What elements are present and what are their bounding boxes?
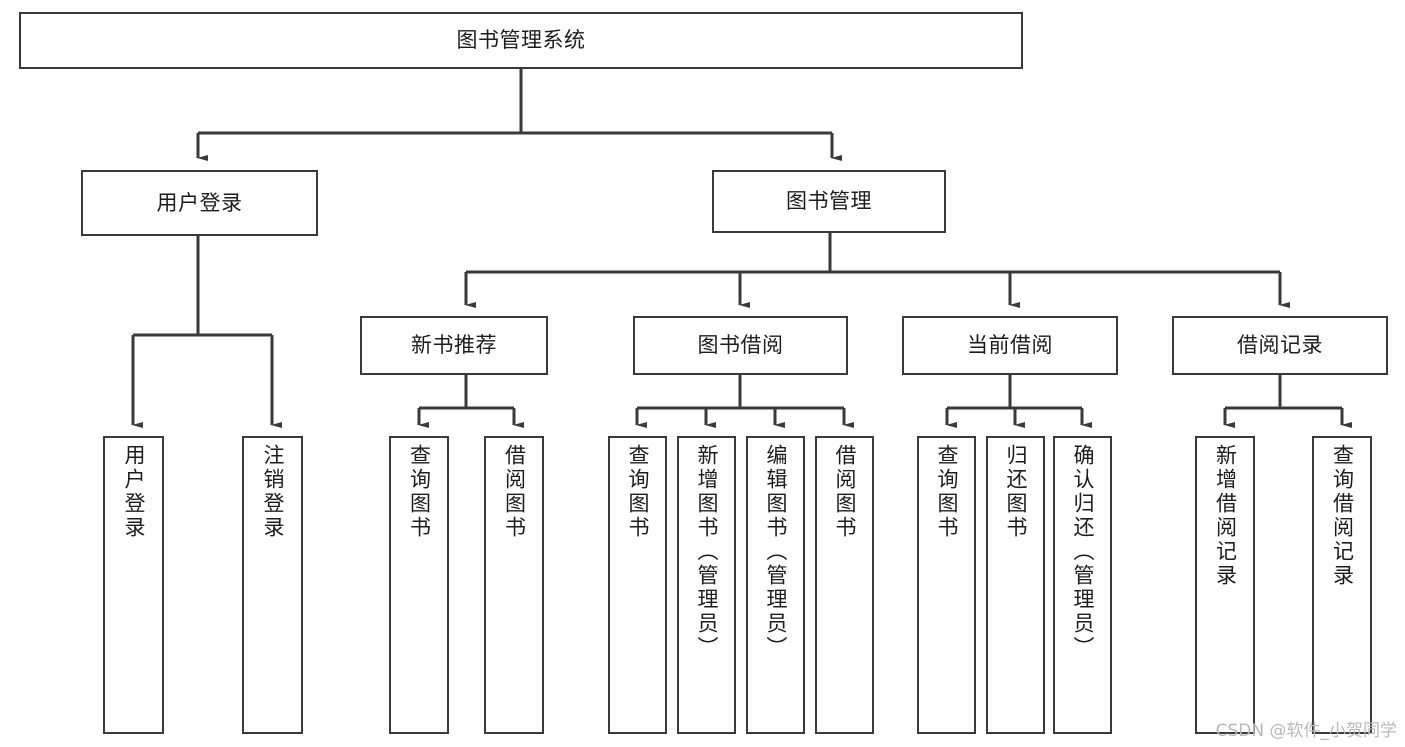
node-borrow-record-label: 借阅记录 [1237, 333, 1323, 358]
leaf-query-book-3-label: 查询图书 [935, 444, 959, 540]
node-user-login-label: 用户登录 [156, 190, 243, 215]
leaf-add-record-label: 新增借阅记录 [1213, 444, 1238, 588]
leaf-return-book-label: 归还图书 [1004, 444, 1028, 540]
leaf-query-record-label: 查询借阅记录 [1330, 444, 1355, 588]
leaf-add-book-label: 新增图书（管理员） [695, 444, 719, 660]
leaf-query-book-3[interactable]: 查询图书 [917, 436, 976, 734]
node-root[interactable]: 图书管理系统 [19, 12, 1023, 69]
leaf-borrow-book-1[interactable]: 借阅图书 [484, 436, 544, 734]
leaf-edit-book-label: 编辑图书（管理员） [764, 444, 788, 660]
leaf-query-book-2-label: 查询图书 [626, 444, 650, 540]
node-current-borrow-label: 当前借阅 [967, 333, 1053, 358]
watermark: CSDN @软件_小贺同学 [1215, 721, 1397, 741]
leaf-query-record[interactable]: 查询借阅记录 [1312, 436, 1372, 734]
leaf-logout-login-label: 注销登录 [261, 444, 285, 540]
leaf-query-book-1-label: 查询图书 [407, 444, 432, 540]
leaf-query-book-1[interactable]: 查询图书 [389, 436, 449, 734]
leaf-borrow-book-2[interactable]: 借阅图书 [815, 436, 874, 734]
node-new-book-recommend-label: 新书推荐 [411, 333, 497, 358]
leaf-borrow-book-1-label: 借阅图书 [502, 444, 527, 540]
leaf-add-record[interactable]: 新增借阅记录 [1195, 436, 1255, 734]
node-current-borrow[interactable]: 当前借阅 [902, 316, 1118, 375]
node-book-borrow-label: 图书借阅 [697, 333, 784, 358]
node-new-book-recommend[interactable]: 新书推荐 [360, 316, 548, 375]
node-root-label: 图书管理系统 [456, 28, 586, 53]
leaf-user-login[interactable]: 用户登录 [103, 436, 164, 734]
node-book-borrow[interactable]: 图书借阅 [633, 316, 848, 375]
leaf-add-book[interactable]: 新增图书（管理员） [677, 436, 736, 734]
leaf-user-login-label: 用户登录 [122, 444, 146, 540]
leaf-confirm-return-label: 确认归还（管理员） [1071, 444, 1095, 660]
node-user-login[interactable]: 用户登录 [81, 170, 318, 236]
leaf-confirm-return[interactable]: 确认归还（管理员） [1053, 436, 1112, 734]
leaf-borrow-book-2-label: 借阅图书 [833, 444, 857, 540]
node-book-manage-label: 图书管理 [786, 189, 872, 214]
leaf-query-book-2[interactable]: 查询图书 [608, 436, 667, 734]
node-book-manage[interactable]: 图书管理 [712, 170, 946, 233]
leaf-logout-login[interactable]: 注销登录 [242, 436, 303, 734]
leaf-edit-book[interactable]: 编辑图书（管理员） [746, 436, 805, 734]
node-borrow-record[interactable]: 借阅记录 [1172, 316, 1388, 375]
leaf-return-book[interactable]: 归还图书 [986, 436, 1045, 734]
